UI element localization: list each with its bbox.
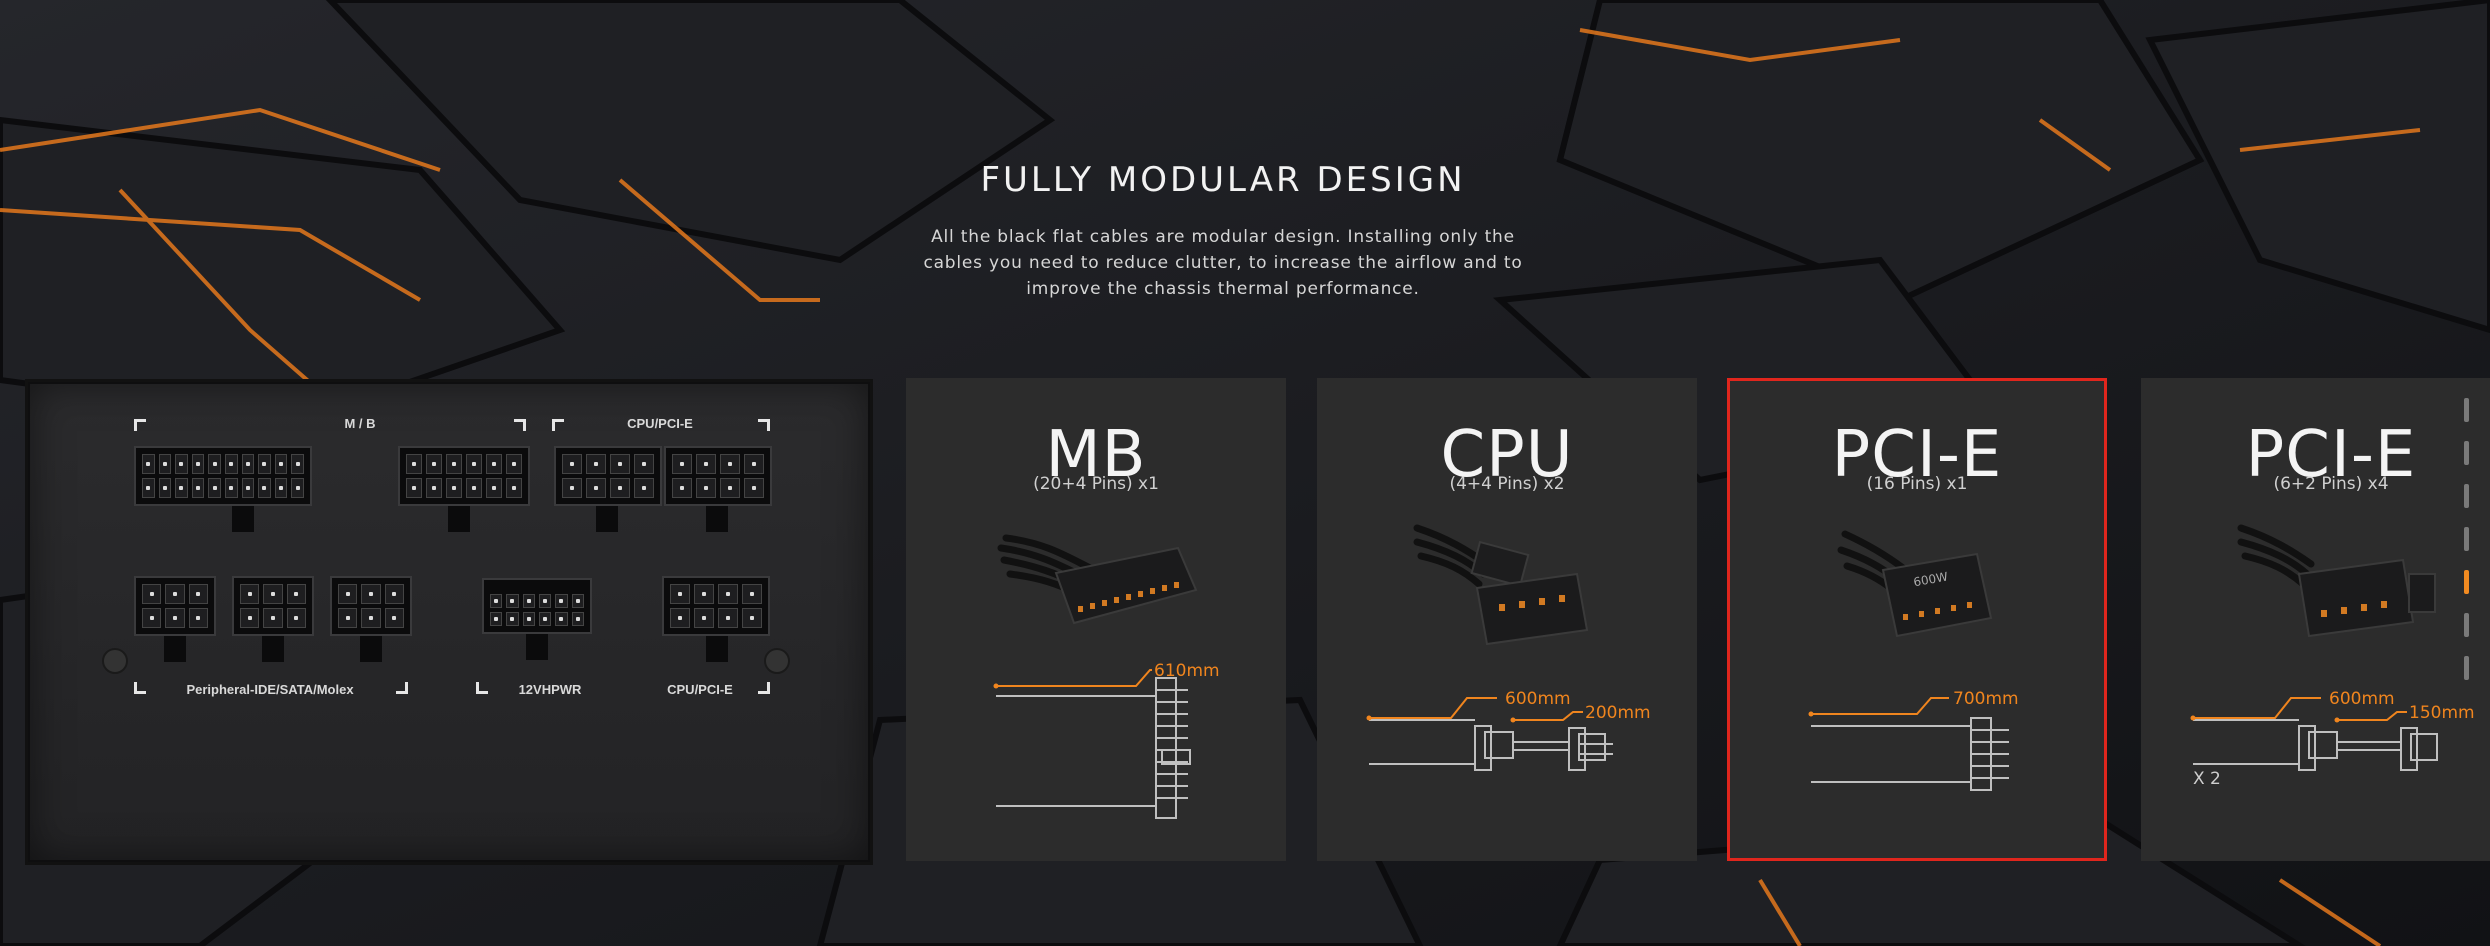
mb-main-port bbox=[134, 446, 312, 506]
bracket-corner bbox=[396, 682, 408, 694]
card-subtitle: (16 Pins) x1 bbox=[1866, 474, 1968, 494]
card-title: CPU bbox=[1440, 418, 1574, 492]
cpu-pcie-port-1 bbox=[554, 446, 662, 506]
bracket-corner bbox=[758, 419, 770, 431]
peripheral-port-3 bbox=[330, 576, 412, 636]
mb-cable-illustration: 610mm bbox=[993, 534, 1220, 819]
card-title: MB bbox=[1045, 418, 1147, 492]
peripheral-port-1 bbox=[134, 576, 216, 636]
cable-card-cpu[interactable]: CPU (4+4 Pins) x2 600mm 200mm bbox=[1317, 378, 1697, 861]
port-latch bbox=[232, 506, 254, 532]
cable-multiplier: X 2 bbox=[2193, 769, 2221, 789]
psu-modular-panel: M / B CPU/PCI-E Peripheral-IDE/SATA/Mole… bbox=[28, 382, 870, 862]
bracket-corner bbox=[134, 419, 146, 431]
bracket-corner bbox=[514, 419, 526, 431]
cable-length: 600mm bbox=[1505, 689, 1571, 709]
connector-mark: 600W bbox=[1912, 569, 1949, 589]
card-subtitle: (4+4 Pins) x2 bbox=[1449, 474, 1565, 494]
peripheral-port-2 bbox=[232, 576, 314, 636]
cable-card-pcie-6plus2[interactable]: PCI-E (6+2 Pins) x4 600mm 150mm X 2 bbox=[2141, 378, 2490, 861]
scroll-dot[interactable] bbox=[2464, 484, 2469, 508]
pcie-6plus2-cable-illustration: 600mm 150mm X 2 bbox=[2190, 524, 2475, 789]
section-scroll-indicator bbox=[2464, 398, 2470, 699]
screw-icon bbox=[764, 648, 790, 674]
bracket-corner bbox=[758, 682, 770, 694]
card-subtitle: (20+4 Pins) x1 bbox=[1033, 474, 1159, 494]
section-description: All the black flat cables are modular de… bbox=[923, 227, 1523, 299]
port-latch bbox=[262, 636, 284, 662]
cable-length: 150mm bbox=[2409, 703, 2475, 723]
cpu-pcie-port-3 bbox=[662, 576, 770, 636]
cable-length: 700mm bbox=[1953, 689, 2019, 709]
cable-length: 600mm bbox=[2329, 689, 2395, 709]
screw-icon bbox=[102, 648, 128, 674]
label-peripheral: Peripheral-IDE/SATA/Molex bbox=[186, 682, 354, 697]
mb-aux-port bbox=[398, 446, 530, 506]
scroll-dot[interactable] bbox=[2464, 398, 2469, 422]
port-latch bbox=[448, 506, 470, 532]
bracket-corner bbox=[552, 419, 564, 431]
port-latch bbox=[164, 636, 186, 662]
cpu-pcie-port-2 bbox=[664, 446, 772, 506]
scroll-dot[interactable] bbox=[2464, 613, 2469, 637]
bracket-corner bbox=[134, 682, 146, 694]
label-cpu-pcie-top: CPU/PCI-E bbox=[627, 416, 693, 431]
card-title: PCI-E bbox=[1831, 418, 2003, 492]
label-mb: M / B bbox=[344, 416, 376, 431]
port-latch bbox=[706, 636, 728, 662]
cable-length: 200mm bbox=[1585, 703, 1651, 723]
bracket-corner bbox=[476, 682, 488, 694]
cpu-cable-illustration: 600mm 200mm bbox=[1366, 524, 1651, 771]
port-latch bbox=[526, 634, 548, 660]
label-12vhpwr: 12VHPWR bbox=[518, 682, 582, 697]
scroll-dot[interactable] bbox=[2464, 441, 2469, 465]
card-subtitle: (6+2 Pins) x4 bbox=[2273, 474, 2389, 494]
cable-card-mb[interactable]: MB (20+4 Pins) x1 610mm bbox=[906, 378, 1286, 861]
12vhpwr-port bbox=[482, 578, 592, 634]
port-latch bbox=[706, 506, 728, 532]
scroll-dot-active[interactable] bbox=[2464, 570, 2469, 594]
pcie-16pin-cable-illustration: 600W 700mm bbox=[1808, 530, 2019, 791]
section-title: FULLY MODULAR DESIGN bbox=[980, 160, 1466, 200]
label-cpu-pcie-bottom: CPU/PCI-E bbox=[667, 682, 733, 697]
cable-card-pcie-16pin[interactable]: PCI-E (16 Pins) x1 600W 700mm bbox=[1727, 378, 2107, 861]
scroll-dot[interactable] bbox=[2464, 656, 2469, 680]
cable-length: 610mm bbox=[1154, 661, 1220, 681]
scroll-dot[interactable] bbox=[2464, 527, 2469, 551]
port-latch bbox=[360, 636, 382, 662]
port-latch bbox=[596, 506, 618, 532]
card-title: PCI-E bbox=[2245, 418, 2417, 492]
